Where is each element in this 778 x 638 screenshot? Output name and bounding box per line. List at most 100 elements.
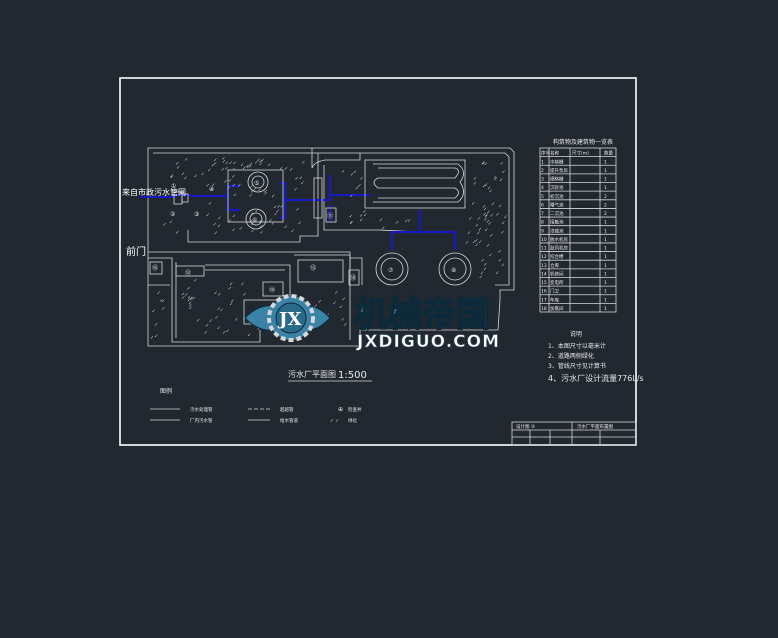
tree-mark: ✓ — [349, 220, 353, 226]
legend-symbol: ⊕ — [338, 406, 343, 413]
watermark-url: JXDIGUO.COM — [356, 332, 500, 352]
tree-mark: ✓ — [232, 228, 236, 234]
tree-mark: ✓ — [185, 292, 189, 298]
tree-mark: ✓ — [242, 166, 246, 172]
table-cell: 3 — [541, 177, 544, 183]
tree-mark: ✓ — [476, 230, 480, 236]
tree-mark: ✓ — [257, 158, 261, 164]
tree-mark: ✓ — [498, 258, 502, 264]
table-cell: 门卫 — [550, 288, 559, 295]
tree-mark: ✓ — [255, 209, 259, 215]
tree-mark: ✓ — [481, 160, 485, 166]
tree-mark: ✓ — [229, 161, 233, 167]
front-gate-label: 前门 — [126, 245, 146, 258]
tree-mark: ✓ — [494, 177, 498, 183]
tree-mark: ✓ — [500, 161, 504, 167]
table-cell: 1 — [604, 159, 607, 165]
contact-tank — [313, 177, 323, 219]
tree-mark: ✓ — [495, 271, 499, 277]
tree-mark: ✓ — [222, 159, 226, 165]
tree-mark: ✓ — [407, 218, 411, 224]
tree-mark: ✓ — [189, 305, 193, 311]
legend-item: 检查井 — [348, 406, 362, 413]
tree-mark: ✓ — [291, 229, 295, 235]
table-cell: 8 — [541, 220, 544, 226]
tree-mark: ✓ — [379, 217, 383, 223]
tree-mark: ✓ — [395, 220, 399, 226]
tree-mark: ✓ — [489, 189, 493, 195]
tree-mark: ✓ — [486, 243, 490, 249]
table-cell: 9 — [541, 228, 544, 234]
note-item: 4、污水厂设计流量776L/s — [548, 373, 644, 383]
primary-clarifier-1 — [247, 171, 269, 193]
tree-mark: ✓ — [163, 222, 167, 228]
tree-mark: ✓ — [501, 262, 505, 268]
tree-mark: ✓ — [226, 328, 230, 334]
unit-marker: ⑬ — [310, 264, 316, 272]
tree-mark: ✓ — [242, 316, 246, 322]
watermark: JX 机械帝国 JXDIGUO.COM — [244, 294, 500, 352]
legend-title: 图例 — [160, 387, 172, 395]
tree-mark: ✓ — [318, 299, 322, 305]
tree-mark: ✓ — [363, 209, 367, 215]
table-cell: 1 — [604, 263, 607, 269]
tree-mark: ✓ — [188, 303, 192, 309]
tree-mark: ✓ — [248, 164, 252, 170]
tree-mark: ✓ — [211, 183, 215, 189]
tree-mark: ✓ — [271, 221, 275, 227]
table-cell: 2 — [604, 211, 607, 217]
tree-mark: ✓ — [222, 330, 226, 336]
tree-mark: ✓ — [193, 278, 197, 284]
tree-mark: ✓ — [246, 164, 250, 170]
tree-mark: ✓ — [161, 298, 165, 304]
table-cell: 机修间 — [550, 270, 564, 277]
table-cell: 1 — [604, 237, 607, 243]
tree-mark: ✓ — [301, 180, 305, 186]
tree-mark: ✓ — [276, 208, 280, 214]
table-cell: 1 — [604, 297, 607, 303]
table-header-cell: 序号 — [541, 150, 550, 157]
tree-mark: ✓ — [184, 157, 188, 163]
table-header-cell: 尺寸(m) — [572, 150, 589, 157]
tree-mark: ✓ — [188, 301, 192, 307]
tree-mark: ✓ — [194, 174, 198, 180]
tree-mark: ✓ — [257, 326, 261, 332]
tree-mark: ✓ — [154, 322, 158, 328]
note-item: 3、管线尺寸见计算书 — [548, 362, 606, 370]
tree-mark: ✓ — [484, 183, 488, 189]
tree-mark: ✓ — [478, 227, 482, 233]
tree-mark: ✓ — [264, 191, 268, 197]
tree-mark: ✓ — [484, 162, 488, 168]
tree-mark: ✓ — [359, 218, 363, 224]
tree-mark: ✓ — [487, 186, 491, 192]
table-cell: 1 — [604, 306, 607, 312]
tree-mark: ✓ — [475, 238, 479, 244]
tree-mark: ✓ — [235, 317, 239, 323]
table-cell: 1 — [604, 246, 607, 252]
table-cell: 2 — [604, 202, 607, 208]
plan-title-text: 污水厂平面图 — [288, 369, 336, 379]
tree-mark: ✓ — [484, 228, 488, 234]
tree-mark: ✓ — [349, 194, 353, 200]
table-cell: 中格栅 — [550, 158, 564, 165]
tree-mark: ✓ — [175, 230, 179, 236]
tree-mark: ✓ — [269, 218, 273, 224]
tree-mark: ✓ — [299, 175, 303, 181]
notes: 说明 1、本图尺寸以毫米计 2、道路两侧绿化 3、管线尺寸见计算书 4、污水厂设… — [548, 330, 644, 383]
tree-mark: ✓ — [471, 201, 475, 207]
structures-table-title: 构筑物及建筑物一览表 — [553, 138, 613, 146]
tree-mark: ✓ — [475, 243, 479, 249]
table-cell: 12 — [541, 254, 547, 260]
tree-mark: ✓ — [196, 318, 200, 324]
unit-marker: ⑪ — [327, 212, 333, 220]
tree-mark: ✓ — [224, 179, 228, 185]
title-block-right: 污水厂平面布置图 — [577, 423, 613, 430]
tree-mark: ✓ — [222, 156, 226, 162]
tree-mark: ✓ — [190, 296, 194, 302]
tree-mark: ✓ — [467, 231, 471, 237]
tree-mark: ✓ — [483, 212, 487, 218]
tree-mark: ✓ — [213, 161, 217, 167]
tree-mark: ✓ — [360, 176, 364, 182]
tree-mark: ✓ — [472, 240, 476, 246]
tree-mark: ✓ — [483, 262, 487, 268]
